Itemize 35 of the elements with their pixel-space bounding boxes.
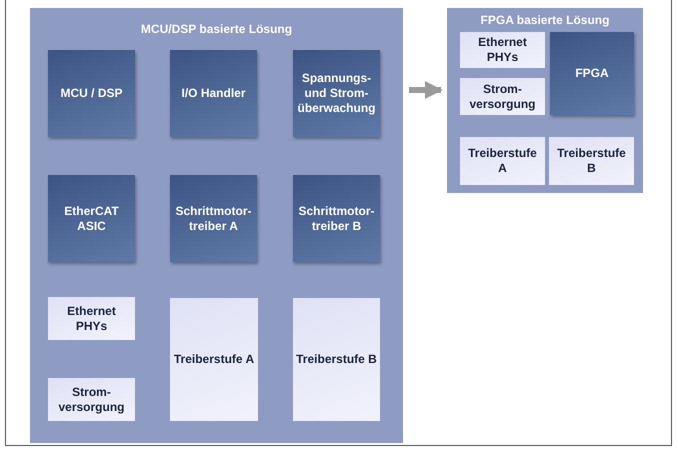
component-box [460, 137, 545, 185]
box-label: EtherCAT ASIC [63, 204, 120, 234]
box-label: Treiberstufe B [295, 352, 378, 367]
box-label: FPGA [574, 66, 610, 81]
component-box [550, 32, 634, 115]
component-box [460, 78, 545, 115]
component-box [170, 175, 257, 262]
box-label: I/O Handler [180, 86, 246, 101]
component-box [293, 298, 380, 421]
box-label: Schrittmotor-treiber B [298, 204, 376, 234]
component-box [170, 298, 258, 421]
box-label: Spannungs- und Strom-überwachung [296, 71, 376, 116]
box-label: MCU / DSP [59, 86, 124, 101]
component-box [48, 297, 135, 340]
component-box [460, 32, 545, 68]
box-label: Strom-versorgung [57, 384, 126, 414]
box-label: Ethernet PHYs [66, 304, 117, 334]
component-box [293, 50, 380, 137]
group-panel [447, 8, 643, 193]
component-box [170, 50, 257, 137]
component-box [48, 50, 135, 137]
box-label: Ethernet PHYs [477, 35, 528, 65]
box-label: Strom-versorgung [468, 82, 536, 112]
component-box [48, 175, 135, 262]
box-label: Treiberstufe A [467, 146, 538, 176]
component-box [293, 175, 380, 262]
box-label: Schrittmotor-treiber A [174, 204, 252, 234]
box-label: Treiberstufe A [172, 352, 256, 367]
panel-title: MCU/DSP basierte Lösung [140, 22, 294, 37]
panel-title: FPGA basierte Lösung [480, 13, 610, 28]
group-panel [30, 8, 403, 443]
box-label: Treiberstufe B [556, 146, 627, 176]
component-box [549, 137, 634, 185]
component-box [48, 378, 135, 421]
arrow [409, 81, 443, 99]
